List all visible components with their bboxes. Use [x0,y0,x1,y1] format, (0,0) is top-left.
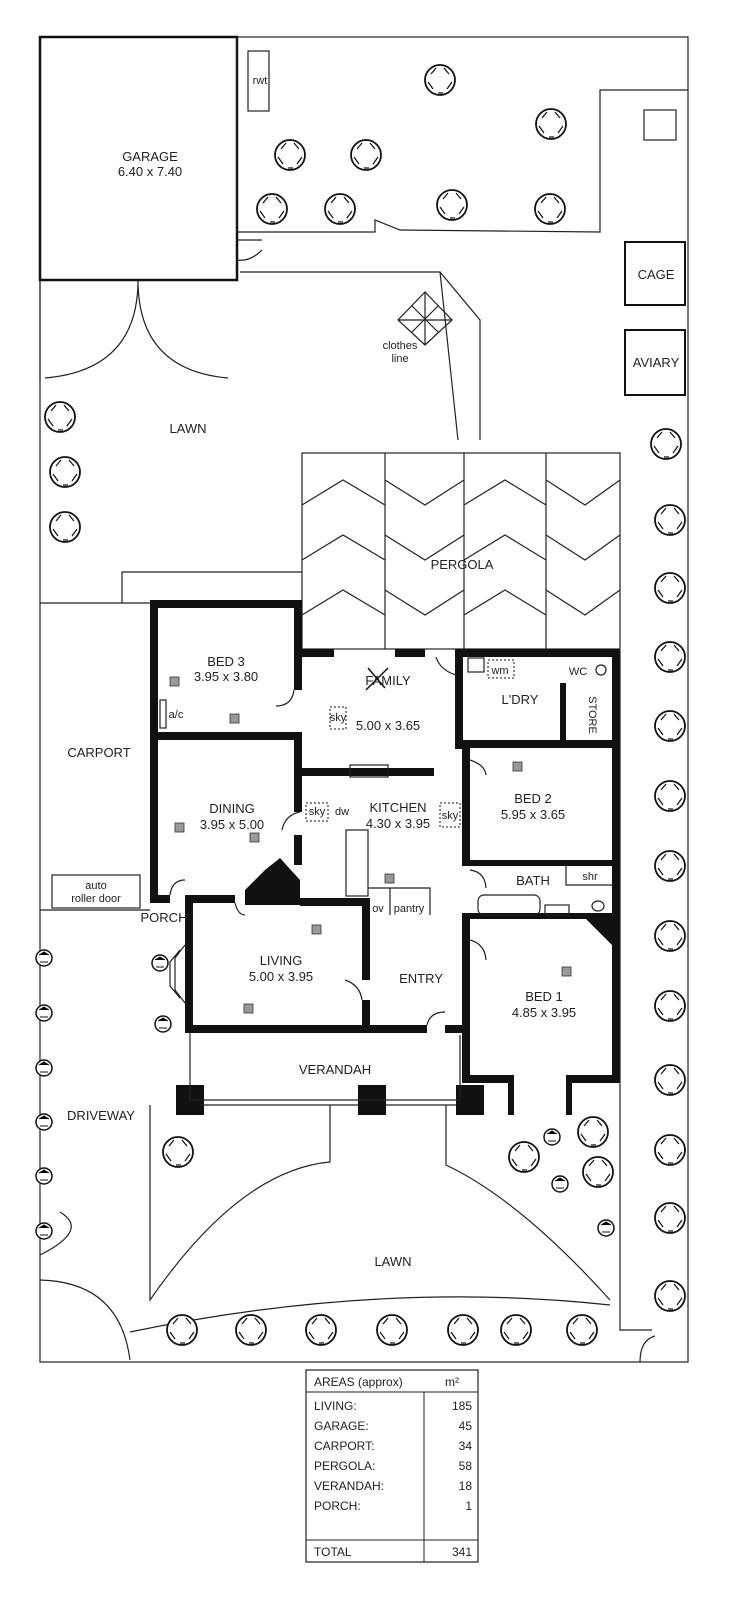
garage-doors [39,279,229,380]
garage-label: GARAGE [122,149,178,164]
dining-label: DINING [209,801,255,816]
driveway-label: DRIVEWAY [67,1108,135,1123]
oven-label: ov [372,903,384,915]
shed [643,109,677,141]
ac-label: a/c [169,709,184,721]
wc-label: WC [569,666,587,678]
auto-roller-door [51,874,141,909]
auto-door-label-1: auto [85,880,106,892]
kitchen-dims: 4.30 x 3.95 [366,816,430,831]
kitchen-island [345,829,369,897]
bed1-label: BED 1 [525,989,563,1004]
entry-label: ENTRY [399,971,443,986]
dining-dims: 3.95 x 5.00 [200,817,264,832]
bed2-dims: 5.95 x 3.65 [501,807,565,822]
lawn-top-label: LAWN [169,421,206,436]
kitchen-sink [349,764,389,778]
toilet [591,900,605,912]
sky-label-kitchen: sky [309,806,326,818]
light-fixtures [169,676,572,1014]
cage [624,241,686,306]
area-row-value: 45 [459,1419,473,1433]
area-row-label: GARAGE: [314,1419,369,1433]
rainwater-tank [247,50,270,112]
backyard-fence [236,37,688,233]
sky-label-hall: sky [442,810,459,822]
area-row-value: 18 [459,1479,473,1493]
clothes-line-label-1: clothes [383,340,418,352]
house-walls [150,600,620,1115]
lawn-bottom-label: LAWN [374,1254,411,1269]
ceiling-fan-icon [365,667,389,691]
area-row-value: 34 [459,1439,473,1453]
clothes-line-icon [397,291,453,346]
front-garden [149,1105,611,1302]
family-dims: 5.00 x 3.65 [356,718,420,733]
rwt-label: rwt [253,75,268,87]
area-row-label: LIVING: [314,1399,357,1413]
pantry-label: pantry [394,903,425,915]
pergola-label: PERGOLA [431,557,494,572]
bed3-label: BED 3 [207,654,245,669]
clothes-line-label-2: line [391,353,408,365]
bathtub [477,894,541,916]
aviary-label: AVIARY [633,355,680,370]
area-row-value: 58 [459,1459,473,1473]
area-row-label: PORCH: [314,1499,361,1513]
areas-unit: m² [445,1375,459,1389]
site-boundary [39,36,689,1363]
carport-label: CARPORT [67,745,130,760]
cage-label: CAGE [638,267,675,282]
aviary [624,329,686,396]
pergola [301,452,621,650]
areas-total-label: TOTAL [314,1545,352,1559]
wm-label: wm [490,665,508,677]
area-row-label: PERGOLA: [314,1459,375,1473]
porch-label: PORCH [141,910,188,925]
path [240,271,481,441]
area-row-label: CARPORT: [314,1439,374,1453]
areas-title: AREAS (approx) [314,1375,403,1389]
living-label: LIVING [260,953,303,968]
area-row-value: 1 [465,1499,472,1513]
area-row-value: 185 [452,1399,472,1413]
dw-label: dw [335,806,349,818]
carport [40,571,302,604]
bath-label: BATH [516,873,550,888]
sky-label-family: sky [330,712,347,724]
verandah [189,1033,461,1106]
kitchen-label: KITCHEN [369,800,426,815]
store-label: STORE [586,696,598,734]
bed2-label: BED 2 [514,791,552,806]
living-dims: 5.00 x 3.95 [249,969,313,984]
areas-total-value: 341 [452,1545,472,1559]
family-label: FAMILY [365,673,411,688]
shr-label: shr [582,871,598,883]
auto-door-label-2: roller door [71,893,121,905]
bed3-dims: 3.95 x 3.80 [194,669,258,684]
bed1-dims: 4.85 x 3.95 [512,1005,576,1020]
verandah-label: VERANDAH [299,1062,371,1077]
area-row-label: VERANDAH: [314,1479,384,1493]
garage-dims: 6.40 x 7.40 [118,164,182,179]
laundry-label: L'DRY [502,692,539,707]
